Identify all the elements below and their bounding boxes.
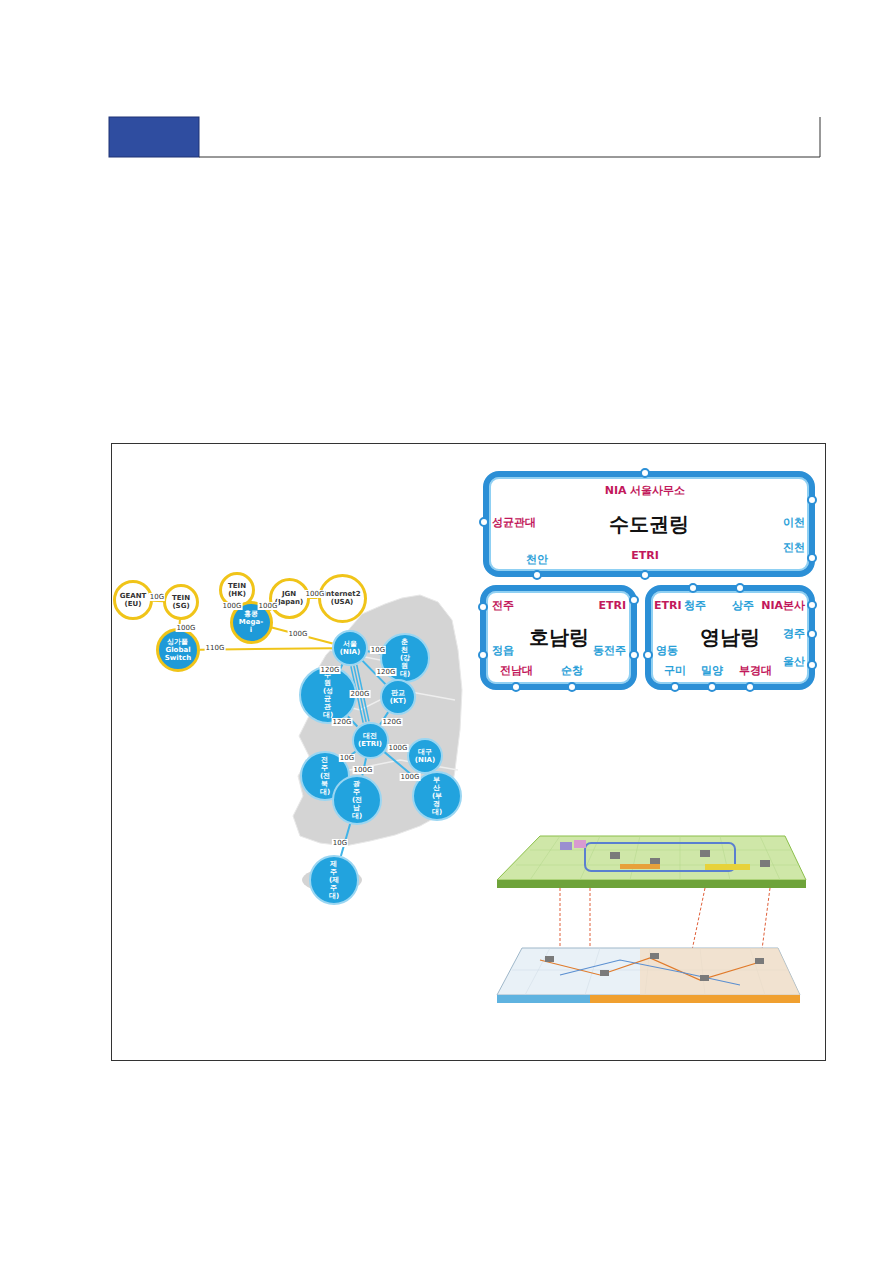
bandwidth-label: 100G [305,590,326,598]
node-label: 대전 (ETRI) [358,732,382,748]
bandwidth-label: 100G [353,766,374,774]
node-text-group: 부산 (부경대) [432,776,442,816]
station-label: 이천 [782,516,806,529]
node-label: 부산 (부경대) [432,776,442,816]
station-label: 진천 [782,541,806,554]
node-label: 광주 (전남대) [352,780,362,820]
node-text-group: Internet2 (USA) [323,590,360,606]
node-text-group: 광주 (전남대) [352,780,362,820]
node-text-group: 대구 (NIA) [415,748,435,764]
station-label: 울산 [782,655,806,668]
bandwidth-label: 100G [222,602,243,610]
node-label: TEIN (HK) [228,582,246,598]
domestic-node: 광주 (전남대) [332,775,382,825]
station-label: 전주 [491,599,515,612]
bandwidth-label: 100G [288,630,309,638]
station-label: 정읍 [491,644,515,657]
station-label: 밀양 [700,664,724,677]
station-dots [479,469,816,691]
node-text-group: 춘천 (강원대) [400,638,410,678]
node-label: 제주 (제주대) [329,860,339,900]
node-label: 대구 (NIA) [415,748,435,764]
bandwidth-label: 100G [258,602,279,610]
node-label: 홍콩 Mega-i [239,610,263,634]
node-text-group: TEIN (HK) [228,582,246,598]
station-label: 상주 [731,599,755,612]
bandwidth-label: 120G [332,718,353,726]
domestic-node: 제주 (제주대) [309,855,359,905]
node-label: 수원 (성균관대) [323,671,333,719]
network-illustration [497,836,806,1003]
bandwidth-label: 100G [388,744,409,752]
node-label: 춘천 (강원대) [400,638,410,678]
node-label: 싱가폴 Global Switch [165,638,191,662]
node-text-group: 판교 (KT) [390,689,407,705]
station-label: NIA본사 [760,599,806,612]
station-label: 순창 [560,664,584,677]
node-text-group: 서울 (NIA) [340,640,360,656]
node-label: 전주 (전북대) [320,756,330,796]
bandwidth-label: 100G [176,624,197,632]
node-text-group: 대전 (ETRI) [358,732,382,748]
international-node: Internet2 (USA) [318,574,367,623]
link-line [272,627,333,643]
domestic-node: 대전 (ETRI) [352,722,389,759]
domestic-node: 서울 (NIA) [332,630,368,666]
node-label: TEIN (SG) [172,594,190,610]
korea-map [293,595,462,846]
ring-title: 호남링 [529,624,589,651]
figure-frame [112,444,826,1061]
domestic-node: 수원 (성균관대) [299,666,357,724]
node-text-group: 제주 (제주대) [329,860,339,900]
station-label: ETRI [630,549,660,562]
ring-title: 수도권링 [609,511,689,538]
station-label: 청주 [683,599,707,612]
node-label: Internet2 (USA) [323,590,360,606]
station-label: 부경대 [738,664,773,677]
station-label: ETRI [597,599,627,612]
station-label: ETRI [653,599,683,612]
ring-title: 영남링 [700,624,760,651]
domestic-node: 판교 (KT) [380,679,416,715]
node-text-group: 수원 (성균관대) [323,671,333,719]
station-label: NIA 서울사무소 [604,484,687,497]
station-label: 동전주 [592,644,627,657]
node-text-group: 싱가폴 Global Switch [165,638,191,662]
station-label: 천안 [525,553,549,566]
node-label: GEANT (EU) [120,592,147,608]
section-badge [109,117,199,157]
bandwidth-label: 120G [320,666,341,674]
station-label: 구미 [663,664,687,677]
station-label: 영동 [655,644,679,657]
bandwidth-label: 120G [382,718,403,726]
node-label: JGN (Japan) [275,590,303,606]
bandwidth-label: 200G [350,690,371,698]
exchange-node: 싱가폴 Global Switch [156,628,200,672]
node-text-group: JGN (Japan) [275,590,303,606]
station-label: 전남대 [499,664,534,677]
international-node: GEANT (EU) [113,580,153,620]
node-label: 판교 (KT) [390,689,407,705]
international-node: JGN (Japan) [269,578,310,619]
station-label: 경주 [782,627,806,640]
bandwidth-label: 10G [149,593,165,601]
domestic-node: 대구 (NIA) [407,738,443,774]
bandwidth-label: 10G [332,839,348,847]
node-text-group: GEANT (EU) [120,592,147,608]
network-link [272,627,333,643]
node-label: 서울 (NIA) [340,640,360,656]
station-label: 성균관대 [491,516,537,529]
node-text-group: TEIN (SG) [172,594,190,610]
bandwidth-label: 100G [400,773,421,781]
node-text-group: 전주 (전북대) [320,756,330,796]
bandwidth-label: 120G [376,668,397,676]
header-rule [199,117,820,157]
international-node: TEIN (SG) [163,584,199,620]
bandwidth-label: 110G [205,644,226,652]
bandwidth-label: 10G [370,646,386,654]
node-text-group: 홍콩 Mega-i [239,610,263,634]
bandwidth-label: 10G [339,754,355,762]
